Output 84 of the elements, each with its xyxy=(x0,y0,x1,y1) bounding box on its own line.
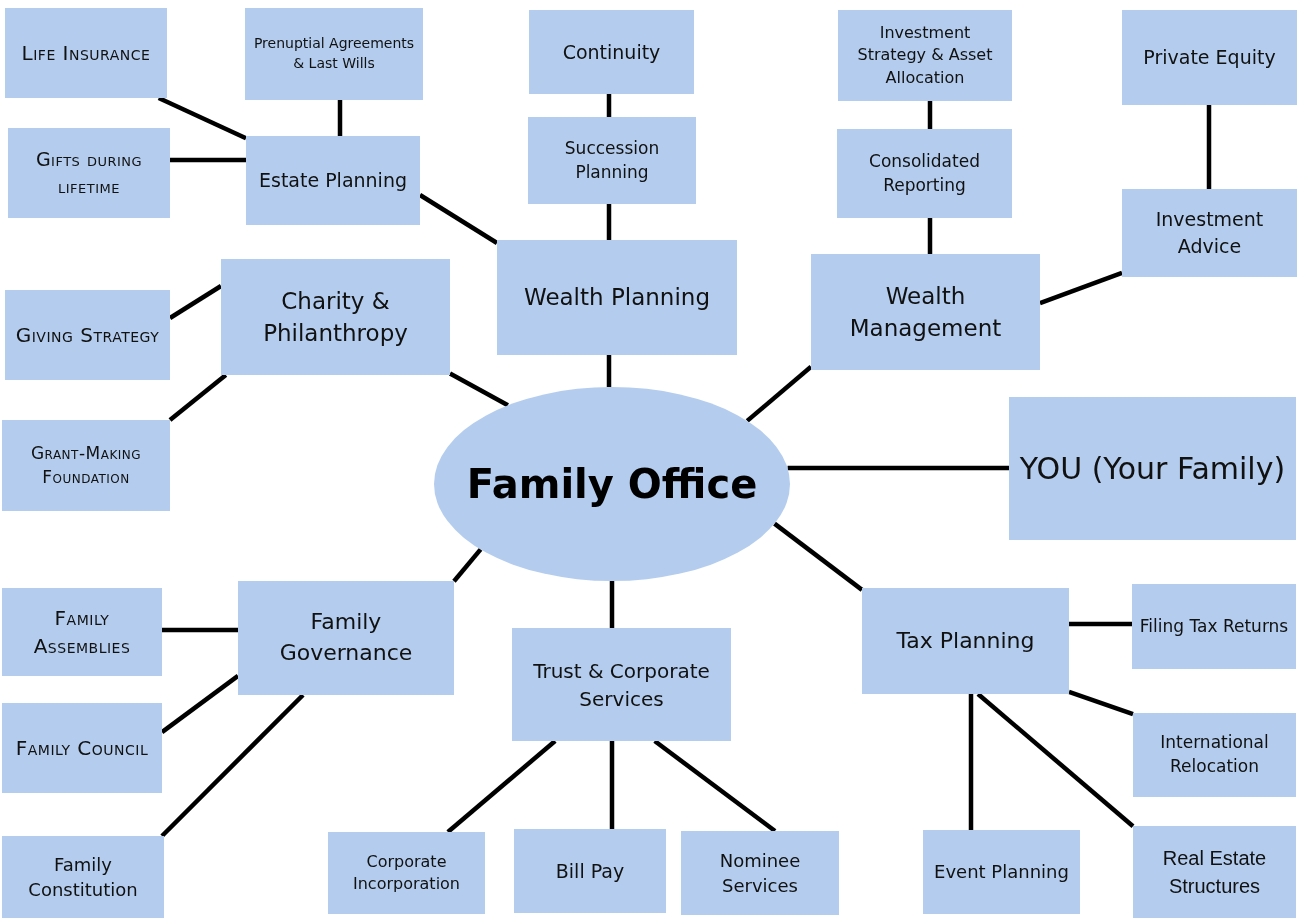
topic-box xyxy=(238,581,454,695)
topic-box xyxy=(528,117,696,204)
connector-line xyxy=(773,521,864,592)
topic-box xyxy=(529,10,694,94)
topic-box xyxy=(8,128,170,218)
connector-line xyxy=(927,218,933,254)
node-label: Giving Strategy xyxy=(15,322,160,349)
connector-line xyxy=(745,365,813,423)
node-label: Prenuptial Agreements & Last Wills xyxy=(252,34,416,73)
topic-box xyxy=(5,290,170,380)
node-label: Consolidated Reporting xyxy=(868,149,981,197)
topic-box xyxy=(2,588,162,676)
connector-line xyxy=(606,204,612,240)
topic-box xyxy=(923,830,1080,914)
topic-box xyxy=(681,831,839,915)
topic-box xyxy=(2,836,164,918)
node-label: Investment Strategy & Asset Allocation xyxy=(856,21,994,89)
topic-box xyxy=(862,588,1069,694)
node-label: Real Estate Structures xyxy=(1161,846,1268,899)
topic-box xyxy=(245,8,423,100)
node-label: Event Planning xyxy=(934,860,1069,885)
connector-line xyxy=(609,741,615,829)
node-label: Estate Planning xyxy=(259,168,407,194)
connector-line xyxy=(1068,689,1134,717)
node-label: Wealth Planning xyxy=(524,283,710,313)
connector-line xyxy=(1039,270,1123,306)
connector-line xyxy=(452,547,483,583)
topic-box xyxy=(1122,189,1297,277)
connector-line xyxy=(653,739,777,833)
node-label: Continuity xyxy=(562,39,661,65)
topic-box xyxy=(838,10,1012,101)
connector-line xyxy=(162,627,238,633)
node-label: Family Assemblies xyxy=(32,605,132,660)
topic-box xyxy=(221,259,450,375)
connector-line xyxy=(160,693,305,838)
connector-line xyxy=(448,371,509,408)
connector-line xyxy=(968,694,974,830)
connector-line xyxy=(606,94,612,117)
connector-line xyxy=(976,692,1135,828)
node-label: Charity & Philanthropy xyxy=(262,286,409,348)
node-label: Corporate Incorporation xyxy=(352,850,461,895)
topic-box xyxy=(2,420,170,511)
topic-box xyxy=(1133,713,1296,797)
node-label: Family Office xyxy=(466,460,758,509)
topic-box xyxy=(837,129,1012,218)
node-label: Nominee Services xyxy=(718,848,802,898)
connector-line xyxy=(927,101,933,129)
node-label: Filing Tax Returns xyxy=(1139,614,1289,638)
node-label: Life Insurance xyxy=(21,40,151,67)
topic-box xyxy=(811,254,1040,370)
topic-box xyxy=(512,628,731,741)
node-label: Gifts during lifetime xyxy=(34,147,144,199)
connector-line xyxy=(170,157,246,163)
node-label: Private Equity xyxy=(1143,45,1276,71)
node-label: Succession Planning xyxy=(563,136,661,184)
connector-line xyxy=(787,465,1009,471)
connector-line xyxy=(1206,105,1212,189)
node-label: International Relocation xyxy=(1159,731,1270,778)
node-label: Wealth Management xyxy=(848,281,1003,343)
node-label: Investment Advice xyxy=(1154,207,1265,259)
connector-line xyxy=(606,355,612,387)
topic-box xyxy=(246,136,420,225)
topic-box xyxy=(1133,826,1296,918)
node-label: Family Governance xyxy=(278,608,414,667)
node-label: Grant-Making Foundation xyxy=(29,441,143,489)
node-label: Family Council xyxy=(15,735,149,762)
node-label: Family Constitution xyxy=(27,852,139,902)
topic-box xyxy=(5,8,167,98)
topic-box xyxy=(328,832,485,914)
topic-box xyxy=(1132,584,1296,669)
node-label: YOU (Your Family) xyxy=(1019,449,1286,488)
topic-box xyxy=(1009,397,1296,540)
connector-line xyxy=(446,739,557,834)
topic-box xyxy=(1122,10,1297,105)
node-label: Bill Pay xyxy=(555,858,625,884)
connector-line xyxy=(337,100,343,136)
topic-box xyxy=(514,829,666,913)
node-label: Trust & Corporate Services xyxy=(532,657,711,713)
connector-line xyxy=(609,581,615,628)
connector-line xyxy=(1069,621,1132,627)
topic-box xyxy=(497,240,737,355)
connector-line xyxy=(168,373,228,422)
node-label: Tax Planning xyxy=(896,626,1035,655)
topic-box xyxy=(2,703,162,793)
